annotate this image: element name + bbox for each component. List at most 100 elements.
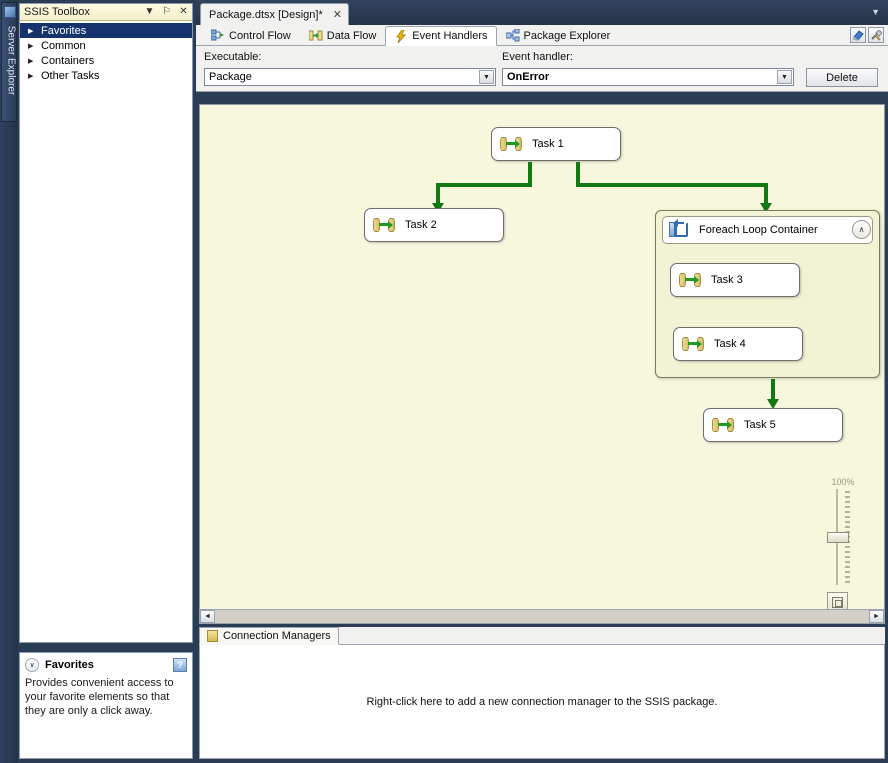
dropdown-icon[interactable]: ▼ — [144, 5, 155, 17]
scroll-right-button[interactable]: ► — [869, 610, 884, 623]
delete-button[interactable]: Delete — [806, 68, 878, 87]
chevron-down-icon[interactable]: ▼ — [479, 70, 494, 84]
document-tab-package[interactable]: Package.dtsx [Design]* ✕ — [200, 3, 349, 25]
pin-icon[interactable]: ⚐ — [162, 5, 171, 17]
connection-manager-icon — [207, 630, 218, 642]
favorites-info-title: Favorites — [45, 659, 94, 671]
scroll-left-button[interactable]: ◄ — [200, 610, 215, 623]
scroll-track[interactable] — [215, 610, 869, 623]
task-label: Task 5 — [744, 419, 776, 431]
chevron-down-icon[interactable]: ▼ — [871, 7, 880, 17]
container-header[interactable]: Foreach Loop Container — [662, 216, 873, 244]
zoom-slider[interactable] — [823, 489, 863, 613]
event-handler-value: OnError — [507, 71, 550, 83]
control-flow-icon — [210, 29, 225, 42]
toolbox-tree: ▶ Favorites ▶ Common ▶ Containers ▶ Othe… — [20, 21, 192, 642]
event-handler-canvas[interactable]: Foreach Loop Container ∧ Task 1 Task 2 — [199, 104, 885, 622]
toolbox-item-other-tasks[interactable]: ▶ Other Tasks — [20, 68, 192, 83]
event-handler-selector-bar: Executable: Event handler: Package ▼ OnE… — [196, 46, 888, 92]
designer-toolbar-buttons — [850, 27, 884, 43]
server-explorer-strip: Server Explorer — [0, 0, 18, 763]
favorites-info-header: ∨ Favorites ? — [25, 657, 187, 673]
toolbox-item-label: Containers — [41, 54, 95, 67]
zoom-to-fit-button[interactable] — [827, 592, 848, 613]
chevron-right-icon: ▶ — [28, 42, 34, 50]
close-icon[interactable]: ✕ — [179, 5, 188, 17]
tab-label: Event Handlers — [412, 30, 488, 42]
tab-label: Package Explorer — [523, 29, 611, 42]
toolbox-item-favorites[interactable]: ▶ Favorites — [20, 23, 192, 38]
executable-label: Executable: — [204, 51, 262, 63]
task-box-task-2[interactable]: Task 2 — [364, 208, 504, 242]
canvas-horizontal-scrollbar[interactable]: ◄ ► — [199, 609, 885, 624]
chevron-right-icon: ▶ — [28, 57, 34, 65]
executable-combobox[interactable]: Package ▼ — [204, 68, 496, 86]
toolbox-titlebar: SSIS Toolbox ▼ ⚐ ✕ — [20, 4, 192, 21]
server-explorer-icon — [4, 6, 16, 18]
chevron-right-icon: ▶ — [28, 72, 34, 80]
task-label: Task 4 — [714, 338, 746, 350]
zoom-percent-label: 100% — [831, 477, 855, 487]
document-tabstrip: Package.dtsx [Design]* ✕ ▼ — [196, 0, 888, 25]
server-explorer-label: Server Explorer — [5, 25, 17, 96]
chevron-down-icon[interactable]: ∨ — [25, 658, 39, 672]
executable-value: Package — [209, 71, 252, 83]
close-icon[interactable]: ✕ — [332, 9, 342, 21]
task-label: Task 3 — [711, 274, 743, 286]
zoom-slider-thumb[interactable] — [827, 532, 849, 543]
tab-control-flow[interactable]: Control Flow — [202, 26, 300, 45]
designer-tabs: Control Flow Data Flow — [196, 25, 888, 46]
event-handler-combobox[interactable]: OnError ▼ — [502, 68, 794, 86]
format-eraser-icon[interactable] — [850, 27, 866, 43]
help-icon[interactable]: ? — [173, 658, 187, 672]
foreach-loop-icon — [669, 219, 689, 239]
task-box-task-3[interactable]: Task 3 — [670, 263, 800, 297]
data-flow-task-icon — [682, 336, 704, 352]
tab-package-explorer[interactable]: Package Explorer — [497, 26, 620, 45]
task-box-task-4[interactable]: Task 4 — [673, 327, 803, 361]
document-tab-label: Package.dtsx [Design]* — [209, 8, 323, 21]
toolbox-item-label: Common — [41, 39, 86, 52]
data-flow-task-icon — [679, 272, 701, 288]
chevron-down-icon[interactable]: ▼ — [777, 70, 792, 84]
server-explorer-tab[interactable]: Server Explorer — [1, 2, 17, 122]
document-area: Package.dtsx [Design]* ✕ ▼ Control Flow — [196, 0, 888, 763]
ssis-toolbox-panel: SSIS Toolbox ▼ ⚐ ✕ ▶ Favorites ▶ Common … — [19, 3, 193, 643]
container-label: Foreach Loop Container — [699, 224, 818, 236]
data-flow-icon — [308, 29, 323, 42]
chevron-up-icon[interactable]: ∧ — [852, 220, 871, 239]
package-explorer-icon — [505, 28, 520, 42]
toolbox-item-label: Favorites — [41, 24, 87, 37]
chevron-right-icon: ▶ — [28, 27, 34, 35]
connection-managers-body[interactable]: Right-click here to add a new connection… — [199, 645, 885, 759]
toolbox-item-common[interactable]: ▶ Common — [20, 38, 192, 53]
data-flow-task-icon — [712, 417, 734, 433]
task-box-task-1[interactable]: Task 1 — [491, 127, 621, 161]
tab-data-flow[interactable]: Data Flow — [300, 26, 386, 45]
tab-label: Data Flow — [326, 29, 377, 42]
tab-label: Connection Managers — [223, 630, 331, 642]
data-flow-task-icon — [373, 217, 395, 233]
connection-managers-panel: Connection Managers Right-click here to … — [199, 627, 885, 760]
connection-managers-hint: Right-click here to add a new connection… — [366, 695, 718, 708]
zoom-control: 100% — [823, 477, 863, 613]
data-flow-task-icon — [500, 136, 522, 152]
fit-window-icon — [832, 597, 843, 608]
tools-icon[interactable] — [868, 27, 884, 43]
task-label: Task 1 — [532, 138, 564, 150]
tab-connection-managers[interactable]: Connection Managers — [199, 627, 339, 645]
tab-event-handlers[interactable]: Event Handlers — [385, 26, 497, 46]
toolbox-item-label: Other Tasks — [41, 69, 100, 82]
tab-label: Control Flow — [229, 29, 291, 42]
event-handler-label: Event handler: — [502, 51, 573, 63]
favorites-info-description: Provides convenient access to your favor… — [25, 677, 174, 717]
task-box-task-5[interactable]: Task 5 — [703, 408, 843, 442]
toolbox-titlebar-buttons: ▼ ⚐ ✕ — [143, 5, 190, 18]
toolbox-item-containers[interactable]: ▶ Containers — [20, 53, 192, 68]
favorites-info-panel: ∨ Favorites ? Provides convenient access… — [19, 652, 193, 759]
toolbox-title-label: SSIS Toolbox — [24, 6, 90, 18]
event-handlers-icon — [394, 29, 408, 43]
connection-managers-tabs: Connection Managers — [199, 627, 885, 645]
canvas-surface[interactable]: Foreach Loop Container ∧ Task 1 Task 2 — [200, 105, 880, 613]
